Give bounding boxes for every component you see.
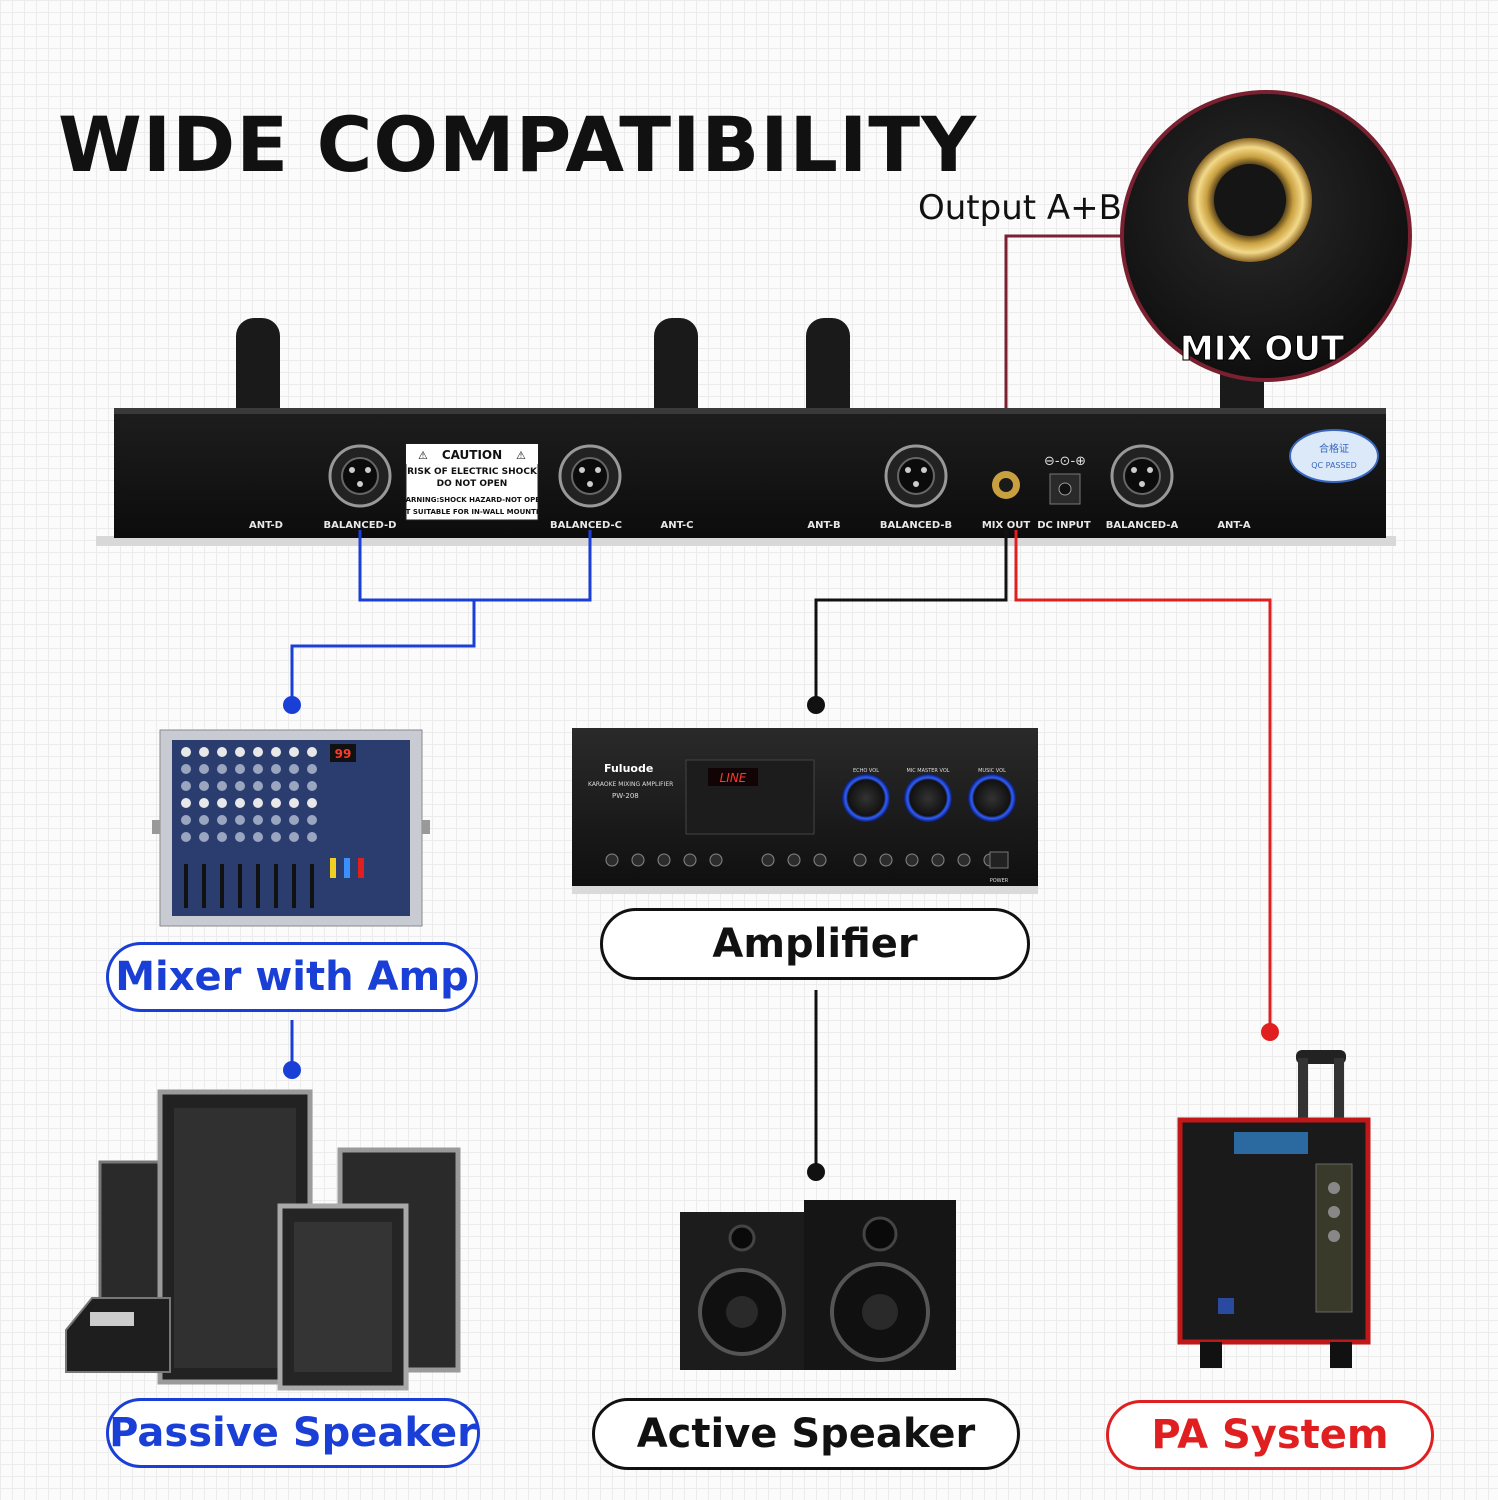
- zoom-connector: [1004, 234, 1122, 468]
- label-active-speaker: Active Speaker: [592, 1398, 1020, 1470]
- label-amplifier: Amplifier: [600, 908, 1030, 980]
- amplifier-illustration: Fuluode KARAOKE MIXING AMPLIFIER PW-208 …: [572, 728, 1038, 894]
- passive-speaker-illustration: [65, 1089, 461, 1391]
- caution-line-2: DO NOT OPEN: [437, 479, 508, 489]
- amp-model: PW-208: [612, 792, 639, 800]
- port-label: ANT-C: [661, 520, 694, 531]
- warning-icon: ⚠: [516, 449, 526, 462]
- passive-connection-dot: [283, 1061, 301, 1079]
- caution-heading: CAUTION: [442, 448, 502, 462]
- port-label: BALANCED-D: [324, 520, 397, 531]
- mix-out-jack: [992, 471, 1020, 499]
- port-labels: ANT-D BALANCED-D BALANCED-C ANT-C ANT-B BALAN…: [249, 520, 1251, 531]
- xlr-port-d: [328, 444, 392, 508]
- xlr-port-c: [558, 444, 622, 508]
- active-speaker-illustration: [680, 1200, 956, 1370]
- pa-system-illustration: [1177, 1050, 1371, 1368]
- mix-out-zoom: MIX OUT: [1120, 90, 1412, 382]
- amp-display: LINE: [720, 771, 747, 785]
- active-connection-dot: [807, 1163, 825, 1181]
- label-mixer-with-amp: Mixer with Amp: [106, 942, 478, 1012]
- svg-text:QC PASSED: QC PASSED: [1311, 461, 1357, 470]
- port-label: MIX OUT: [982, 520, 1030, 531]
- pa-connection-dot: [1261, 1023, 1279, 1041]
- page-title: WIDE COMPATIBILITY: [58, 100, 978, 189]
- svg-text:合格证: 合格证: [1319, 442, 1349, 455]
- amp-power-label: POWER: [990, 878, 1009, 884]
- qc-seal: [1289, 429, 1379, 483]
- mixer-display: 99: [335, 747, 352, 761]
- receiver-rear-panel: ⊖-⊙-⊕ 合格证 QC PASSED: [96, 408, 1396, 546]
- output-label: Output A+B: [918, 188, 1122, 228]
- port-label: ANT-A: [1217, 520, 1251, 531]
- amp-subtitle: KARAOKE MIXING AMPLIFIER: [588, 781, 673, 788]
- label-pa-system: PA System: [1106, 1400, 1434, 1470]
- mixer-illustration: 99: [152, 729, 430, 927]
- knob-label-mic: MIC MASTER VOL: [906, 768, 949, 774]
- knob-label-music: MUSIC VOL: [978, 768, 1006, 774]
- warning-icon: ⚠: [418, 449, 428, 462]
- black-connections: [814, 530, 1008, 1172]
- knob-label-echo: ECHO VOL: [853, 768, 879, 774]
- xlr-port-b: [884, 444, 948, 508]
- svg-text:⊖-⊙-⊕: ⊖-⊙-⊕: [1044, 454, 1086, 469]
- port-label: ANT-D: [249, 520, 283, 531]
- dc-input-jack: [1049, 473, 1081, 505]
- mixer-connection-dot: [283, 696, 301, 714]
- xlr-port-a: [1110, 444, 1174, 508]
- caution-line-4: NOT SUITABLE FOR IN-WALL MOUNTING: [394, 508, 551, 516]
- label-passive-speaker: Passive Speaker: [106, 1398, 480, 1468]
- port-label: BALANCED-A: [1106, 520, 1179, 531]
- amp-brand: Fuluode: [604, 762, 653, 775]
- port-label: DC INPUT: [1037, 520, 1091, 531]
- red-connection: [1014, 530, 1272, 1032]
- port-label: BALANCED-C: [550, 520, 622, 531]
- mix-out-zoom-label: MIX OUT: [1180, 329, 1345, 369]
- port-label: ANT-B: [807, 520, 840, 531]
- caution-line-3: WARNING:SHOCK HAZARD-NOT OPEN: [398, 496, 546, 504]
- port-label: BALANCED-B: [880, 520, 952, 531]
- amplifier-connection-dot: [807, 696, 825, 714]
- caution-line-1: RISK OF ELECTRIC SHOCK: [407, 467, 538, 477]
